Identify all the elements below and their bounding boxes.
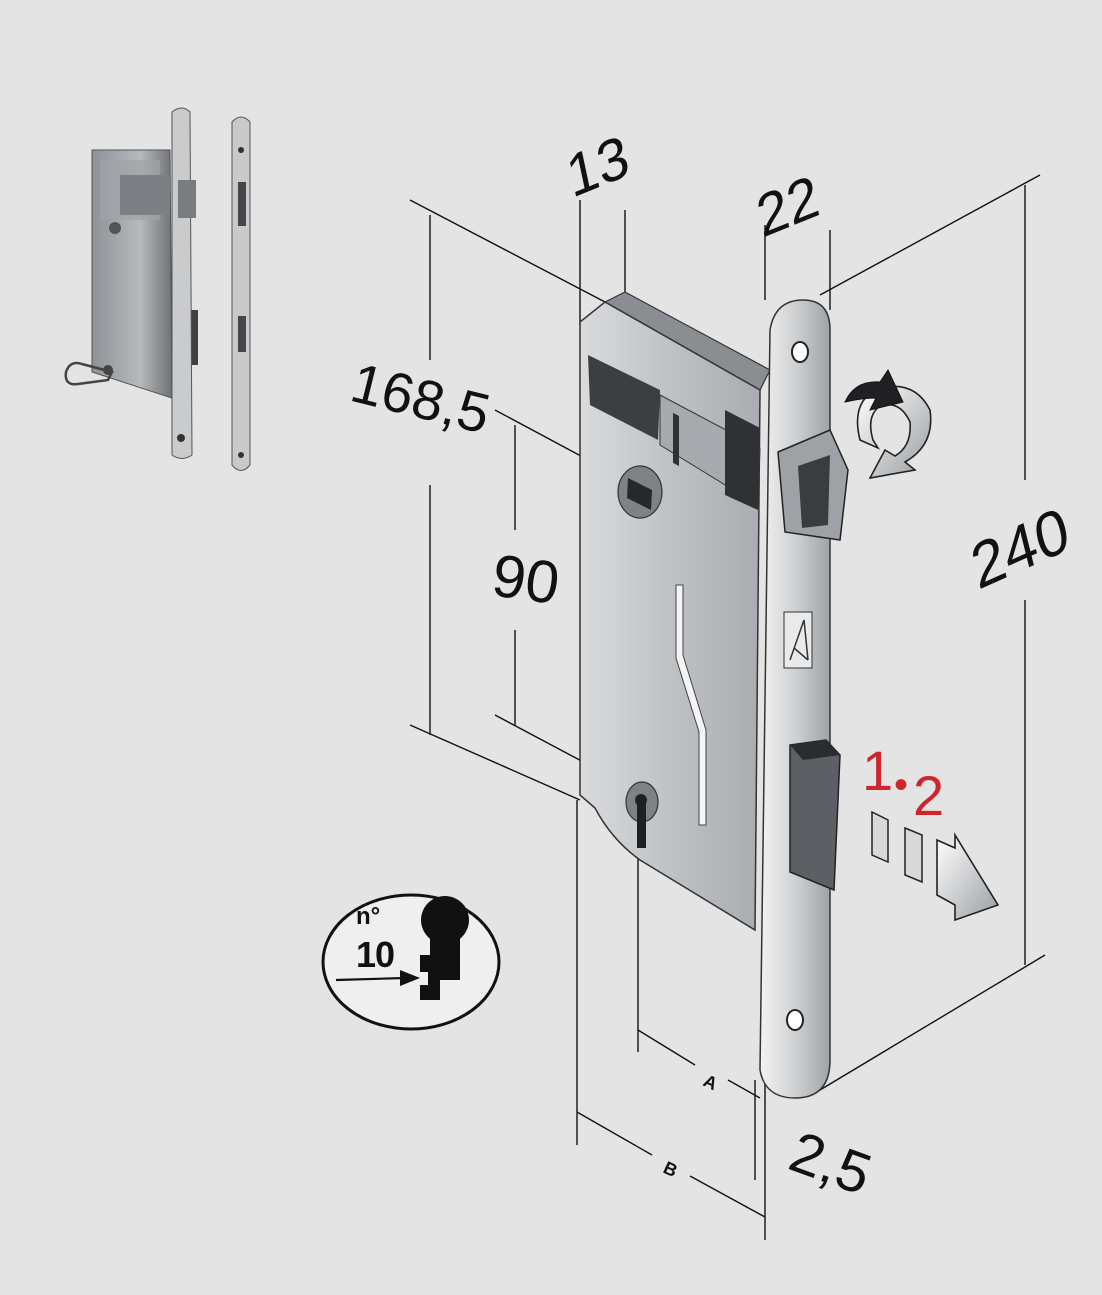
marker-a: A [700, 1070, 720, 1094]
dim-case-height: 168,5 [345, 351, 496, 446]
lock-case [579, 291, 771, 932]
keyhole-icon [420, 896, 469, 1000]
marker-b: B [660, 1157, 680, 1181]
dim-faceplate-width: 22 [751, 163, 824, 251]
dim-faceplate-height: 240 [964, 493, 1076, 604]
bolt-throw-arrow-icon [871, 810, 1000, 922]
dim-faceplate-thickness: 2,5 [782, 1119, 880, 1208]
latch-position-first: 1 [862, 739, 893, 802]
badge-number: 10 [356, 934, 394, 975]
badge-prefix: n° [356, 903, 380, 930]
latch [777, 429, 849, 541]
spindle-hole [617, 465, 663, 519]
lock-photo [64, 107, 251, 471]
latch-reverse-arrow-icon [844, 368, 932, 480]
faceplate [759, 299, 831, 1099]
dim-backset-depth: 13 [561, 123, 634, 211]
keyhole-badge [321, 893, 501, 1031]
latch-position-second: 2 [913, 764, 944, 827]
deadbolt [789, 739, 841, 892]
latch-position-dot: • [894, 763, 908, 807]
keyhole [625, 781, 659, 848]
dimension-lines [409, 174, 1046, 1240]
dim-handle-to-key: 90 [488, 542, 563, 618]
